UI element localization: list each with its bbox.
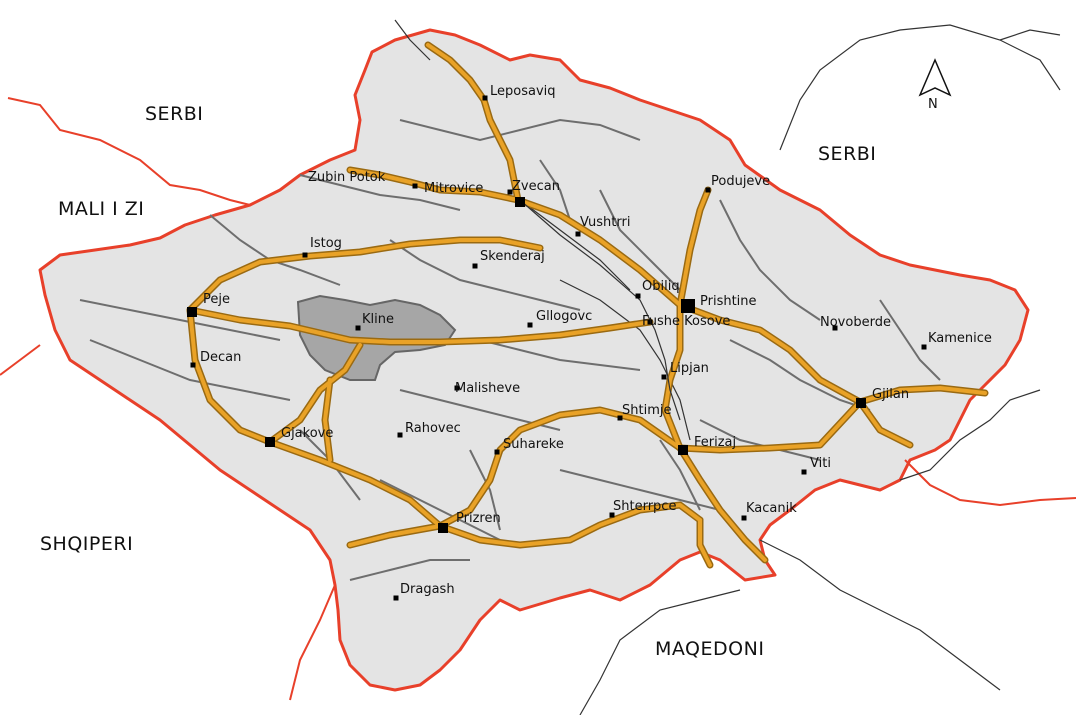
country-label-maqedoni: MAQEDONI xyxy=(655,638,764,660)
country-label-serbi-ne: SERBI xyxy=(818,143,876,165)
city-label-malisheve: Malisheve xyxy=(455,381,520,396)
city-label-kacanik: Kacanik xyxy=(746,501,797,516)
city-label-obiliq: Obiliq xyxy=(642,279,680,294)
city-label-ferizaj: Ferizaj xyxy=(694,435,736,450)
city-marker-viti xyxy=(801,469,807,475)
city-marker-zubin-potok xyxy=(412,183,418,189)
road-network xyxy=(186,41,989,569)
city-label-suhareke: Suhareke xyxy=(503,437,564,452)
city-marker-rahovec xyxy=(397,432,403,438)
city-label-gjilan: Gjilan xyxy=(872,387,909,402)
city-marker-lipjan xyxy=(661,374,667,380)
city-marker-kamenice xyxy=(921,344,927,350)
city-marker-peje xyxy=(187,307,197,317)
city-marker-novoberde xyxy=(832,325,838,331)
city-label-shtimje: Shtimje xyxy=(622,403,671,418)
country-labels: SERBI SERBI MALI I ZI SHQIPERI MAQEDONI xyxy=(40,103,876,660)
city-label-rahovec: Rahovec xyxy=(405,421,461,436)
city-marker-prizren xyxy=(438,523,448,533)
north-arrow: N xyxy=(918,58,952,112)
city-label-vushtrri: Vushtrri xyxy=(580,215,630,230)
city-marker-dragash xyxy=(393,595,399,601)
city-label-gjakove: Gjakove xyxy=(281,426,333,441)
north-arrow-icon xyxy=(918,58,952,97)
city-marker-shtimje xyxy=(617,415,623,421)
city-label-zvecan: Zvecan xyxy=(512,179,560,194)
city-marker-kline xyxy=(355,325,361,331)
city-marker-decan xyxy=(190,362,196,368)
city-marker-skenderaj xyxy=(472,263,478,269)
city-label-shterpce: Shterrpce xyxy=(613,499,676,514)
city-label-peje: Peje xyxy=(203,292,230,307)
city-marker-gjilan xyxy=(856,398,866,408)
city-label-fushe-kosove: Fushe Kosove xyxy=(642,314,730,329)
city-label-prizren: Prizren xyxy=(456,511,501,526)
country-label-shqiperi: SHQIPERI xyxy=(40,533,133,555)
city-label-novoberde: Novoberde xyxy=(820,315,891,330)
international-borders xyxy=(0,97,1076,701)
city-marker-podujeve xyxy=(705,187,711,193)
city-marker-leposavic xyxy=(482,95,488,101)
city-marker-shterpce xyxy=(609,512,615,518)
city-label-skenderaj: Skenderaj xyxy=(480,249,545,264)
city-marker-suhareke xyxy=(494,449,500,455)
city-label-kline: Kline xyxy=(362,312,394,327)
city-label-istog: Istog xyxy=(310,236,342,251)
city-marker-ferizaj xyxy=(678,445,688,455)
country-label-mali-i-zi: MALI I ZI xyxy=(58,198,144,220)
city-marker-zvecan xyxy=(507,189,513,195)
city-marker-obiliq xyxy=(635,293,641,299)
city-label-kamenice: Kamenice xyxy=(928,331,992,346)
city-label-viti: Viti xyxy=(810,456,831,471)
city-label-zubin-potok: Zubin Potok xyxy=(308,170,386,185)
inner-railway xyxy=(519,199,681,421)
railway-lines xyxy=(394,19,1061,715)
city-marker-kacanik xyxy=(741,515,747,521)
country-label-serbi-nw: SERBI xyxy=(145,103,203,125)
city-label-decan: Decan xyxy=(200,350,241,365)
city-label-leposavic: Leposaviq xyxy=(490,84,556,99)
city-marker-glogovc xyxy=(527,322,533,328)
city-label-mitrovice: Mitrovice xyxy=(424,181,483,196)
city-marker-prishtine xyxy=(681,299,695,313)
city-marker-malisheve xyxy=(454,385,460,391)
city-marker-fushe-kosove xyxy=(647,319,653,325)
north-label: N xyxy=(928,97,938,112)
kosovo-territory xyxy=(38,28,1030,692)
city-label-glogovc: Gllogovc xyxy=(536,309,592,324)
city-label-prishtine: Prishtine xyxy=(700,294,757,309)
city-marker-vushtrri xyxy=(575,231,581,237)
city-label-podujeve: Podujeve xyxy=(711,174,770,189)
city-label-dragash: Dragash xyxy=(400,582,455,597)
city-marker-mitrovice xyxy=(515,197,525,207)
city-marker-gjakove xyxy=(265,437,275,447)
city-marker-istog xyxy=(302,252,308,258)
city-label-lipjan: Lipjan xyxy=(670,361,709,376)
